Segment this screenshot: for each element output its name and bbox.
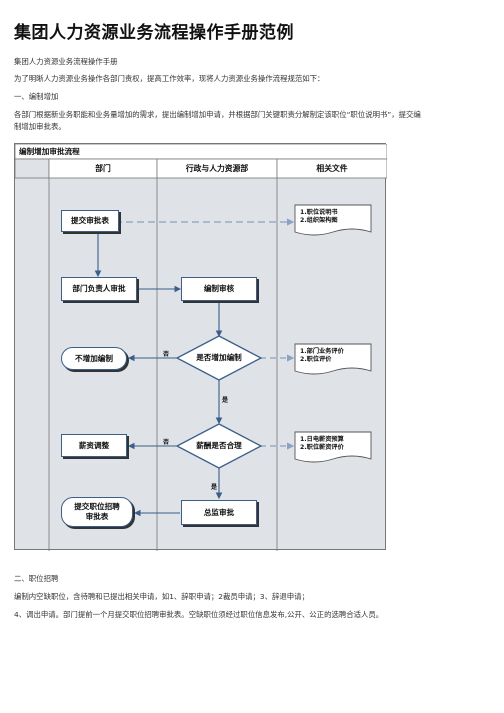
subtitle: 集团人力资源业务流程操作手册 bbox=[14, 57, 118, 66]
decision2-diamond bbox=[175, 423, 263, 469]
column-header-hr: 行政与人力资源部 bbox=[185, 163, 249, 173]
section2-heading: 二、职位招聘 bbox=[14, 574, 59, 583]
section2-body-line2: 4、调出申请。部门提前一个月提交职位招聘审批表。空缺职位须经过职位信息发布,公开… bbox=[14, 610, 384, 619]
section1-heading: 一、编制增加 bbox=[14, 92, 59, 101]
doc2-text: 1.部门业务评价 2.职位评价 bbox=[300, 348, 344, 364]
header-blank-cell bbox=[15, 158, 50, 179]
decision-increase-label: 是否增加编制 bbox=[196, 353, 242, 362]
decision-salary-label: 薪酬是否合理 bbox=[196, 441, 242, 450]
recruit-line1: 提交职位招聘 bbox=[74, 502, 120, 511]
salary-adjust-node: 薪资调整 bbox=[61, 434, 127, 457]
submit-recruit-form-node: 提交职位招聘 审批表 bbox=[61, 497, 133, 527]
section1-body-line1: 各部门根据新业务职能和业务量增加的需求，提出编制增加申请，并根据部门关键职责分解… bbox=[14, 110, 421, 119]
yes-label-1: 是 bbox=[222, 397, 229, 404]
flowchart-title: 编制增加审批流程 bbox=[19, 147, 80, 156]
doc3-line1: 1.日电薪资预算 bbox=[300, 436, 344, 443]
doc1-line1: 1.职位说明书 bbox=[300, 209, 338, 216]
doc1-text: 1.职位说明书 2.组织架构图 bbox=[300, 209, 338, 225]
document-shape-1 bbox=[294, 204, 372, 236]
no-label-1: 否 bbox=[163, 351, 170, 358]
section1-body-line2: 制增加审批表。 bbox=[14, 122, 66, 131]
header-col3 bbox=[276, 158, 387, 179]
recruit-line2: 审批表 bbox=[85, 512, 109, 521]
page-title: 集团人力资源业务流程操作手册范例 bbox=[14, 23, 294, 43]
doc3-text: 1.日电薪资预算 2.职位薪资评价 bbox=[300, 436, 344, 452]
intro-paragraph: 为了明晰人力资源业务操作各部门责权，提高工作效率，现将人力资源业务操作流程规范如… bbox=[14, 74, 325, 83]
doc2-line2: 2.职位评价 bbox=[300, 356, 332, 363]
submit-form-node: 提交审批表 bbox=[61, 210, 119, 232]
document-shape-3 bbox=[294, 431, 372, 463]
dept-head-review-node: 部门负责人审批 bbox=[61, 277, 137, 301]
decision1-diamond bbox=[175, 335, 263, 381]
section2-body-line1: 编制内空缺职位，含待聘和已提出相关申请，如1、辞职申请；2裁员申请；3、辞退申请… bbox=[14, 592, 309, 601]
staffing-review-node: 编制审核 bbox=[181, 277, 257, 301]
flowchart: 编制增加审批流程 部门 行政与人力资源部 相关文件 提交审批表 部门负责人审批 … bbox=[14, 143, 387, 551]
doc1-line2: 2.组织架构图 bbox=[300, 217, 338, 224]
no-increase-node: 不增加编制 bbox=[61, 347, 127, 370]
doc2-line1: 1.部门业务评价 bbox=[300, 348, 344, 355]
document-shape-2 bbox=[294, 343, 372, 375]
column-header-docs: 相关文件 bbox=[316, 163, 348, 173]
yes-label-2: 是 bbox=[211, 484, 218, 491]
flowchart-lines bbox=[15, 144, 387, 551]
director-approval-node: 总监审批 bbox=[181, 500, 257, 525]
column-header-dept: 部门 bbox=[95, 163, 111, 173]
doc3-line2: 2.职位薪资评价 bbox=[300, 444, 344, 451]
no-label-2: 否 bbox=[163, 439, 170, 446]
